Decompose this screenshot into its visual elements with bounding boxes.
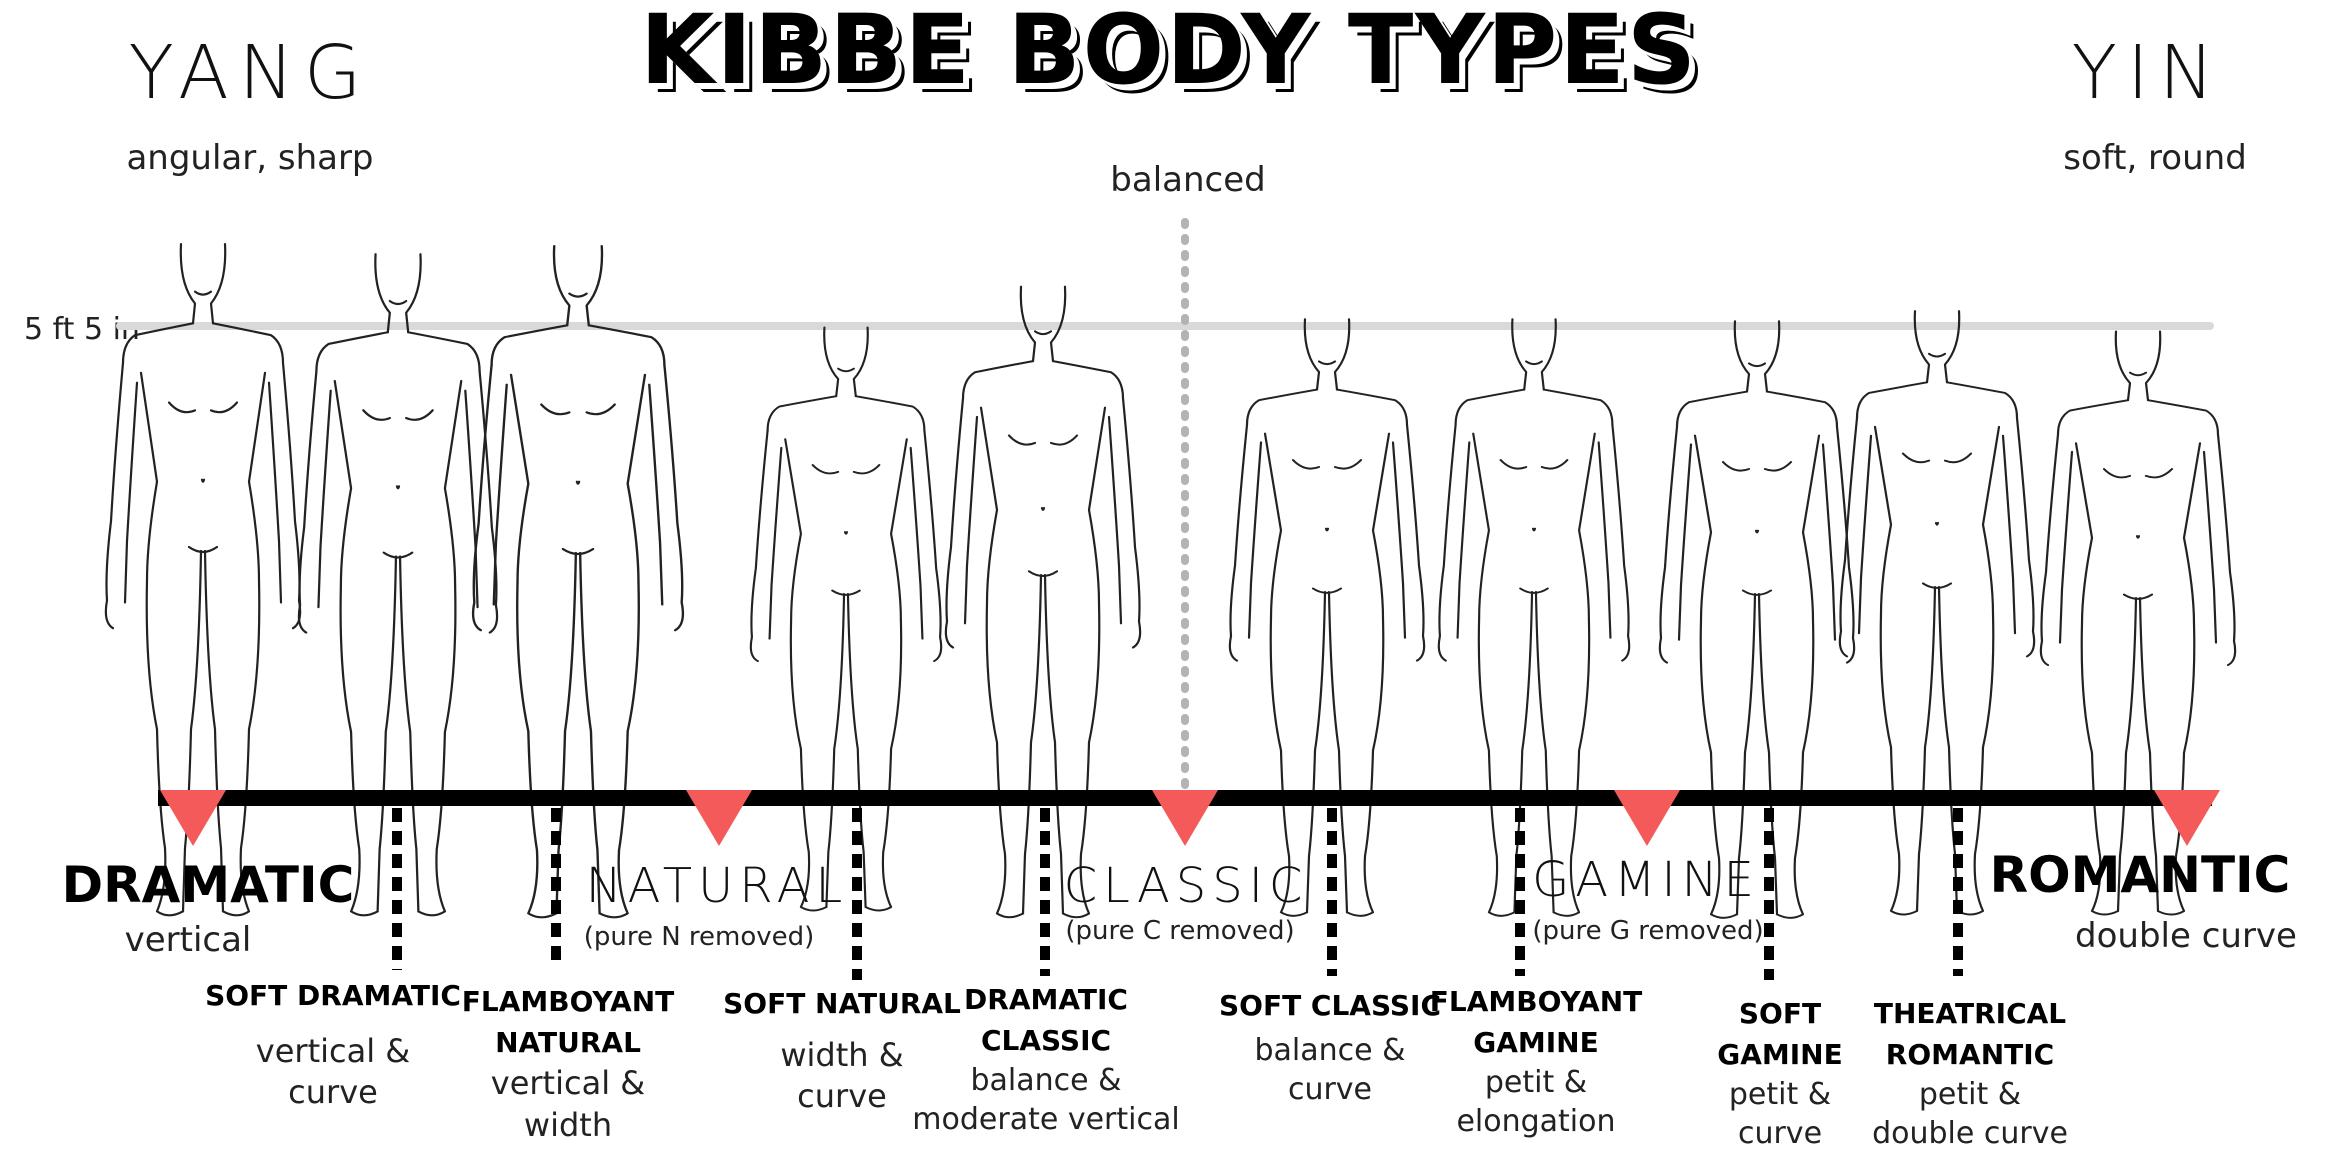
sub-type-desc: balance & xyxy=(970,1063,1122,1099)
sub-type-desc: curve xyxy=(288,1073,378,1112)
sub-type-theatrical-romantic: THEATRICAL ROMANTIC petit & double curve xyxy=(1872,994,2068,1153)
sub-type-name: SOFT xyxy=(1738,997,1822,1030)
yin-label: YIN xyxy=(2071,30,2225,116)
sub-type-name: SOFT NATURAL xyxy=(723,987,961,1020)
sub-type-desc: width & xyxy=(780,1035,904,1074)
sub-type-desc: curve xyxy=(797,1077,887,1116)
sub-type-desc: curve xyxy=(1737,1116,1823,1152)
sub-type-name: GAMINE xyxy=(1473,1025,1599,1059)
sub-type-name: SOFT CLASSIC xyxy=(1218,989,1442,1022)
sub-type-name: DRAMATIC xyxy=(964,983,1128,1016)
figure-flamboyant-natural xyxy=(471,244,685,919)
yang-description: angular, sharp xyxy=(126,138,374,178)
figure-romantic xyxy=(2039,330,2237,916)
main-type-romantic: ROMANTIC xyxy=(1989,846,2291,904)
sub-type-dramatic-classic: DRAMATIC CLASSIC balance & moderate vert… xyxy=(912,980,1179,1139)
main-type-natural-desc: (pure N removed) xyxy=(583,922,815,952)
marker-gamine xyxy=(1614,790,1680,846)
sub-type-name: THEATRICAL xyxy=(1873,997,2067,1030)
balanced-label: balanced xyxy=(1110,160,1266,200)
sub-type-desc: curve xyxy=(1287,1071,1373,1107)
sub-type-desc: vertical & xyxy=(490,1064,646,1103)
main-type-gamine-desc: (pure G removed) xyxy=(1532,916,1764,946)
sub-type-desc: petit & xyxy=(1918,1077,2022,1113)
main-type-romantic-desc: double curve xyxy=(2075,916,2297,956)
sub-type-desc: balance & xyxy=(1254,1032,1406,1068)
sub-type-desc: moderate vertical xyxy=(912,1102,1180,1138)
sub-type-soft-natural: SOFT NATURAL width & curve xyxy=(723,984,961,1118)
sub-type-name: NATURAL xyxy=(495,1025,641,1059)
figure-dramatic-classic xyxy=(944,285,1142,919)
sub-type-desc: width xyxy=(523,1105,613,1144)
main-type-dramatic: DRAMATIC xyxy=(61,856,355,914)
sub-type-desc: vertical & xyxy=(255,1031,411,1070)
marker-classic xyxy=(1152,790,1218,846)
marker-dramatic xyxy=(160,790,226,846)
sub-type-name: SOFT DRAMATIC xyxy=(205,979,461,1012)
main-type-dramatic-desc: vertical xyxy=(124,920,252,960)
sub-type-desc: elongation xyxy=(1456,1104,1616,1140)
sub-type-soft-dramatic: SOFT DRAMATIC vertical & curve xyxy=(205,976,461,1114)
sub-type-flamboyant-natural: FLAMBOYANT NATURAL vertical & width xyxy=(462,982,674,1146)
page-title: KIBBE BODY TYPES xyxy=(640,0,1698,106)
figure-theatrical-romantic xyxy=(1838,310,2036,916)
sub-type-name: FLAMBOYANT xyxy=(461,985,675,1018)
yin-description: soft, round xyxy=(2063,138,2247,178)
figure-soft-natural xyxy=(749,326,943,912)
sub-type-name: FLAMBOYANT xyxy=(1429,985,1643,1018)
sub-type-soft-gamine: SOFT GAMINE petit & curve xyxy=(1717,994,1843,1153)
sub-type-name: ROMANTIC xyxy=(1885,1037,2055,1071)
main-type-classic-desc: (pure C removed) xyxy=(1065,916,1295,946)
marker-romantic xyxy=(2154,790,2220,846)
sub-type-flamboyant-gamine: FLAMBOYANT GAMINE petit & elongation xyxy=(1430,982,1642,1141)
figure-soft-classic xyxy=(1228,318,1426,917)
sub-type-soft-classic: SOFT CLASSIC balance & curve xyxy=(1219,986,1441,1109)
marker-natural xyxy=(686,790,752,846)
main-type-gamine: GAMINE xyxy=(1532,852,1760,908)
figure-flamboyant-gamine xyxy=(1437,318,1631,917)
sub-type-desc: double curve xyxy=(1872,1116,2068,1152)
sub-type-name: CLASSIC xyxy=(980,1023,1112,1057)
figure-soft-gamine xyxy=(1658,320,1856,919)
sub-type-desc: petit & xyxy=(1728,1077,1832,1113)
sub-type-name: GAMINE xyxy=(1717,1037,1843,1071)
main-type-natural: NATURAL xyxy=(585,858,849,914)
main-type-classic: CLASSIC xyxy=(1063,858,1309,914)
yang-label: YANG xyxy=(128,30,372,116)
sub-type-desc: petit & xyxy=(1484,1065,1588,1101)
